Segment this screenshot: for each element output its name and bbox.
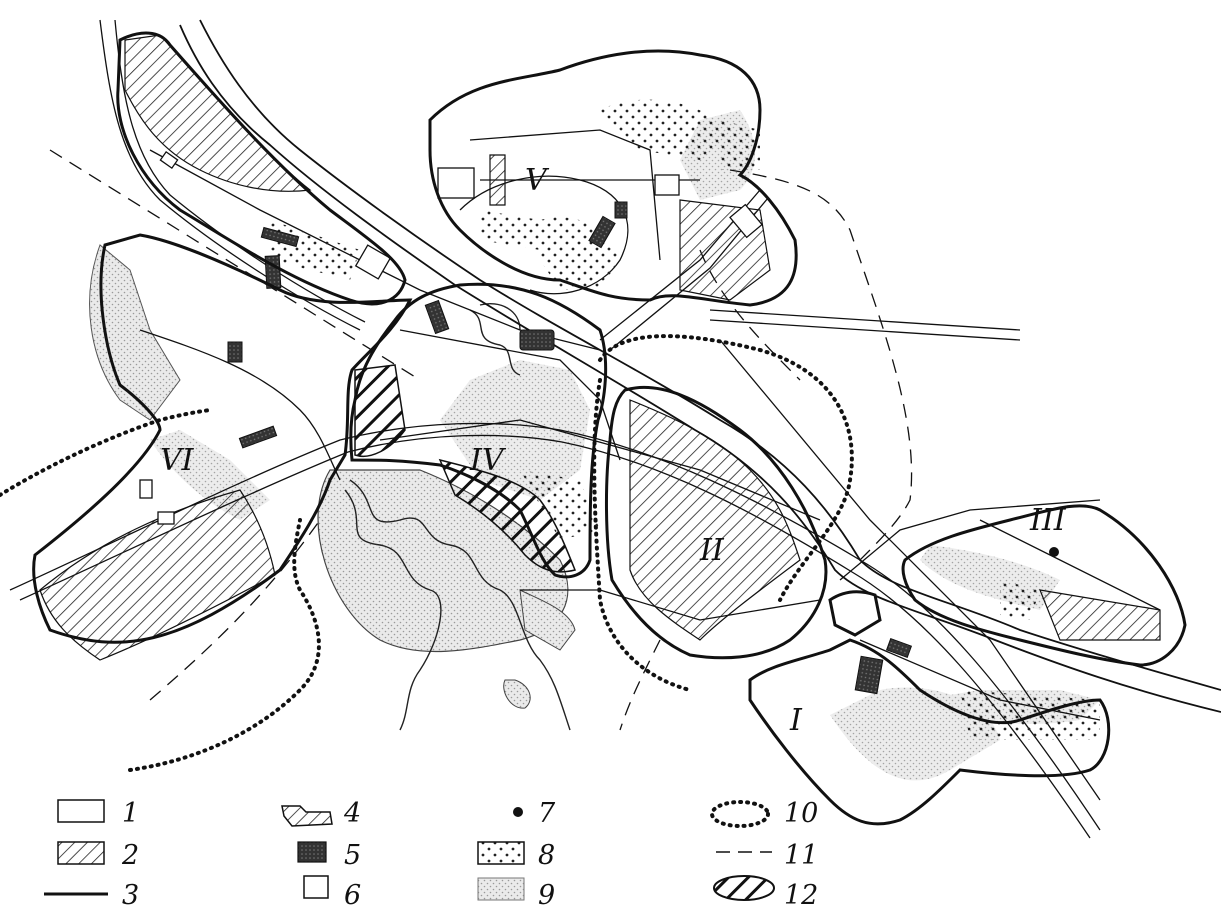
dotted-zones — [270, 99, 1100, 740]
legend-num-8: 8 — [538, 840, 555, 871]
legend-symbol-8 — [477, 841, 525, 865]
district-label-v: V — [525, 163, 550, 198]
legend: 1 2 3 4 5 6 7 8 9 10 11 12 — [44, 798, 818, 908]
legend-num-3: 3 — [122, 880, 139, 908]
legend-num-5: 5 — [344, 840, 361, 871]
legend-num-11: 11 — [784, 840, 818, 871]
point-facility — [1049, 547, 1059, 557]
district-boundaries — [32, 31, 1187, 826]
legend-num-10: 10 — [784, 798, 818, 829]
legend-num-6: 6 — [344, 880, 361, 908]
legend-num-4: 4 — [343, 798, 361, 829]
legend-symbol-12 — [713, 875, 775, 901]
legend-num-12: 12 — [784, 880, 818, 908]
district-label-iv: IV — [469, 443, 507, 478]
district-label-vi: VI — [160, 443, 195, 478]
legend-symbol-10 — [710, 800, 770, 828]
dashed-boundary-lines — [49, 149, 913, 731]
legend-num-2: 2 — [121, 840, 139, 871]
legend-num-7: 7 — [538, 798, 556, 829]
streets — [9, 19, 1161, 839]
legend-symbol-1 — [57, 799, 105, 823]
district-label-iii: III — [1029, 503, 1067, 538]
legend-symbol-2 — [57, 841, 105, 865]
district-labels: I II III IV V VI — [160, 163, 1067, 738]
legend-symbol-7 — [513, 807, 523, 817]
legend-symbol-9 — [477, 877, 525, 901]
base-map — [0, 19, 1221, 839]
legend-symbol-6 — [303, 875, 329, 899]
dark-facilities — [227, 201, 913, 695]
legend-num-9: 9 — [538, 880, 555, 908]
legend-symbol-4 — [281, 805, 333, 827]
legend-num-1: 1 — [122, 798, 139, 829]
district-label-i: I — [789, 703, 803, 738]
legend-symbol-5 — [297, 841, 327, 863]
bold-hatched-zones — [354, 364, 577, 573]
empty-plots — [139, 150, 763, 525]
district-label-ii: II — [699, 533, 725, 568]
